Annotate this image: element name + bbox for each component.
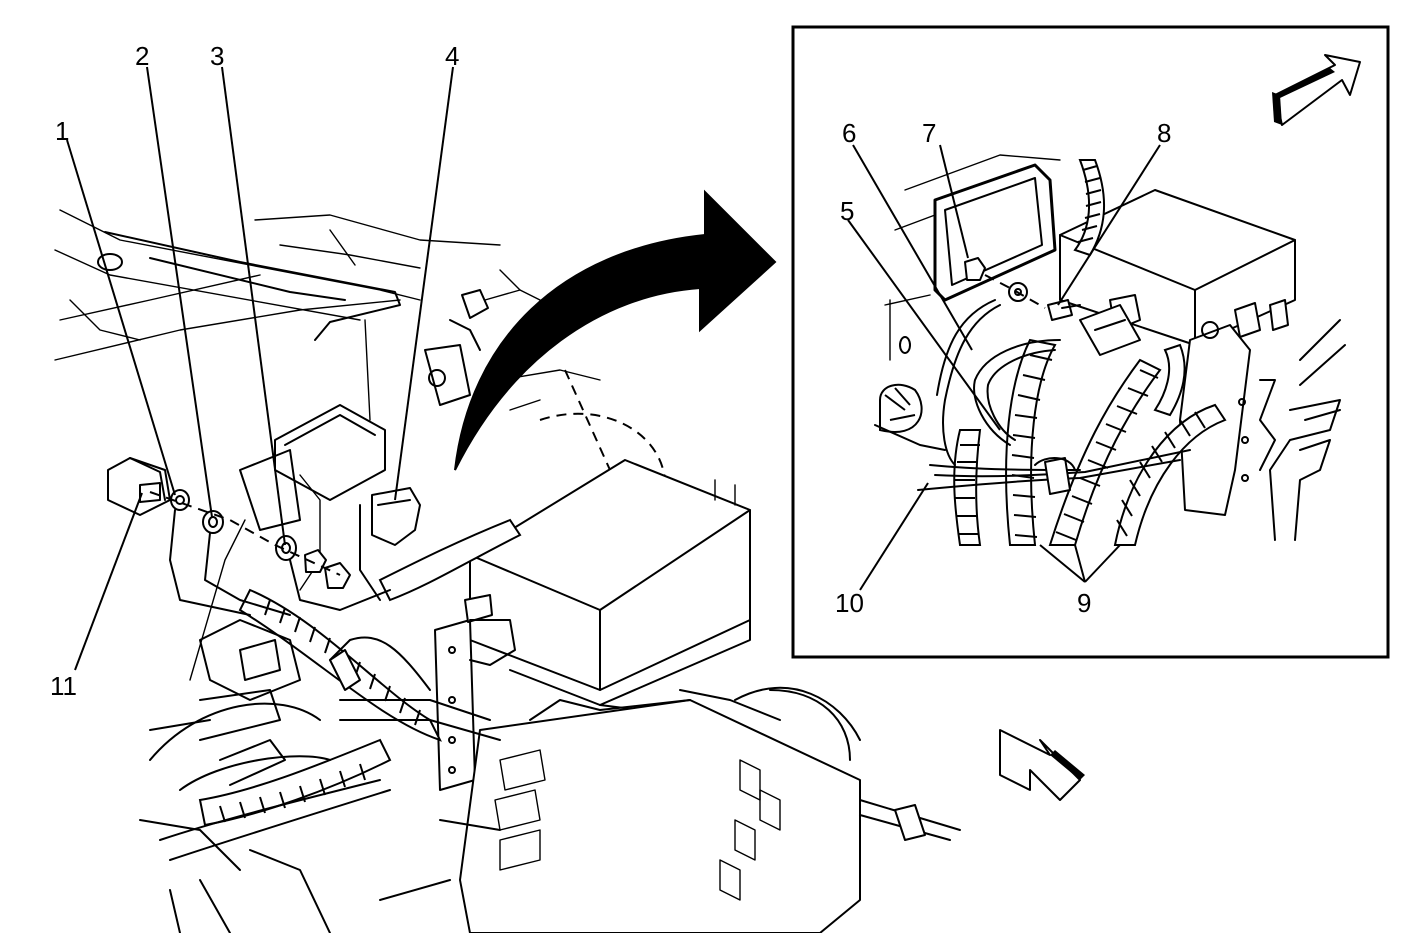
inset-tie-bundle [917, 449, 1191, 495]
ground-stud-4 [359, 487, 421, 601]
direction-arrow-inset [1272, 54, 1361, 126]
callout-10: 10 [835, 588, 864, 618]
callout-7: 7 [922, 118, 936, 148]
pcm-module [239, 404, 386, 591]
inset-fuse-box [1059, 189, 1296, 356]
callout-9: 9 [1077, 588, 1091, 618]
callout-11: 11 [50, 671, 77, 701]
callout-4: 4 [445, 41, 459, 71]
fuse-box [469, 459, 751, 741]
upper-bracket [424, 269, 541, 406]
ground-terminals [107, 457, 391, 616]
callout-6: 6 [842, 118, 856, 148]
callout-3: 3 [210, 41, 224, 71]
lower-left-structure [139, 619, 501, 933]
inset-module [884, 154, 1061, 361]
main-view [54, 189, 1085, 933]
callout-1: 1 [55, 116, 69, 146]
callout-5: 5 [840, 196, 854, 226]
detail-inset [791, 25, 1390, 659]
inset-frame [791, 25, 1390, 659]
harness-loom [149, 518, 522, 861]
lower-module [459, 686, 861, 933]
ground-wires-inset [936, 257, 1081, 466]
direction-arrow-main [999, 729, 1085, 801]
callout-8: 8 [1157, 118, 1171, 148]
zoom-arrow [454, 189, 777, 471]
callout-2: 2 [135, 41, 149, 71]
